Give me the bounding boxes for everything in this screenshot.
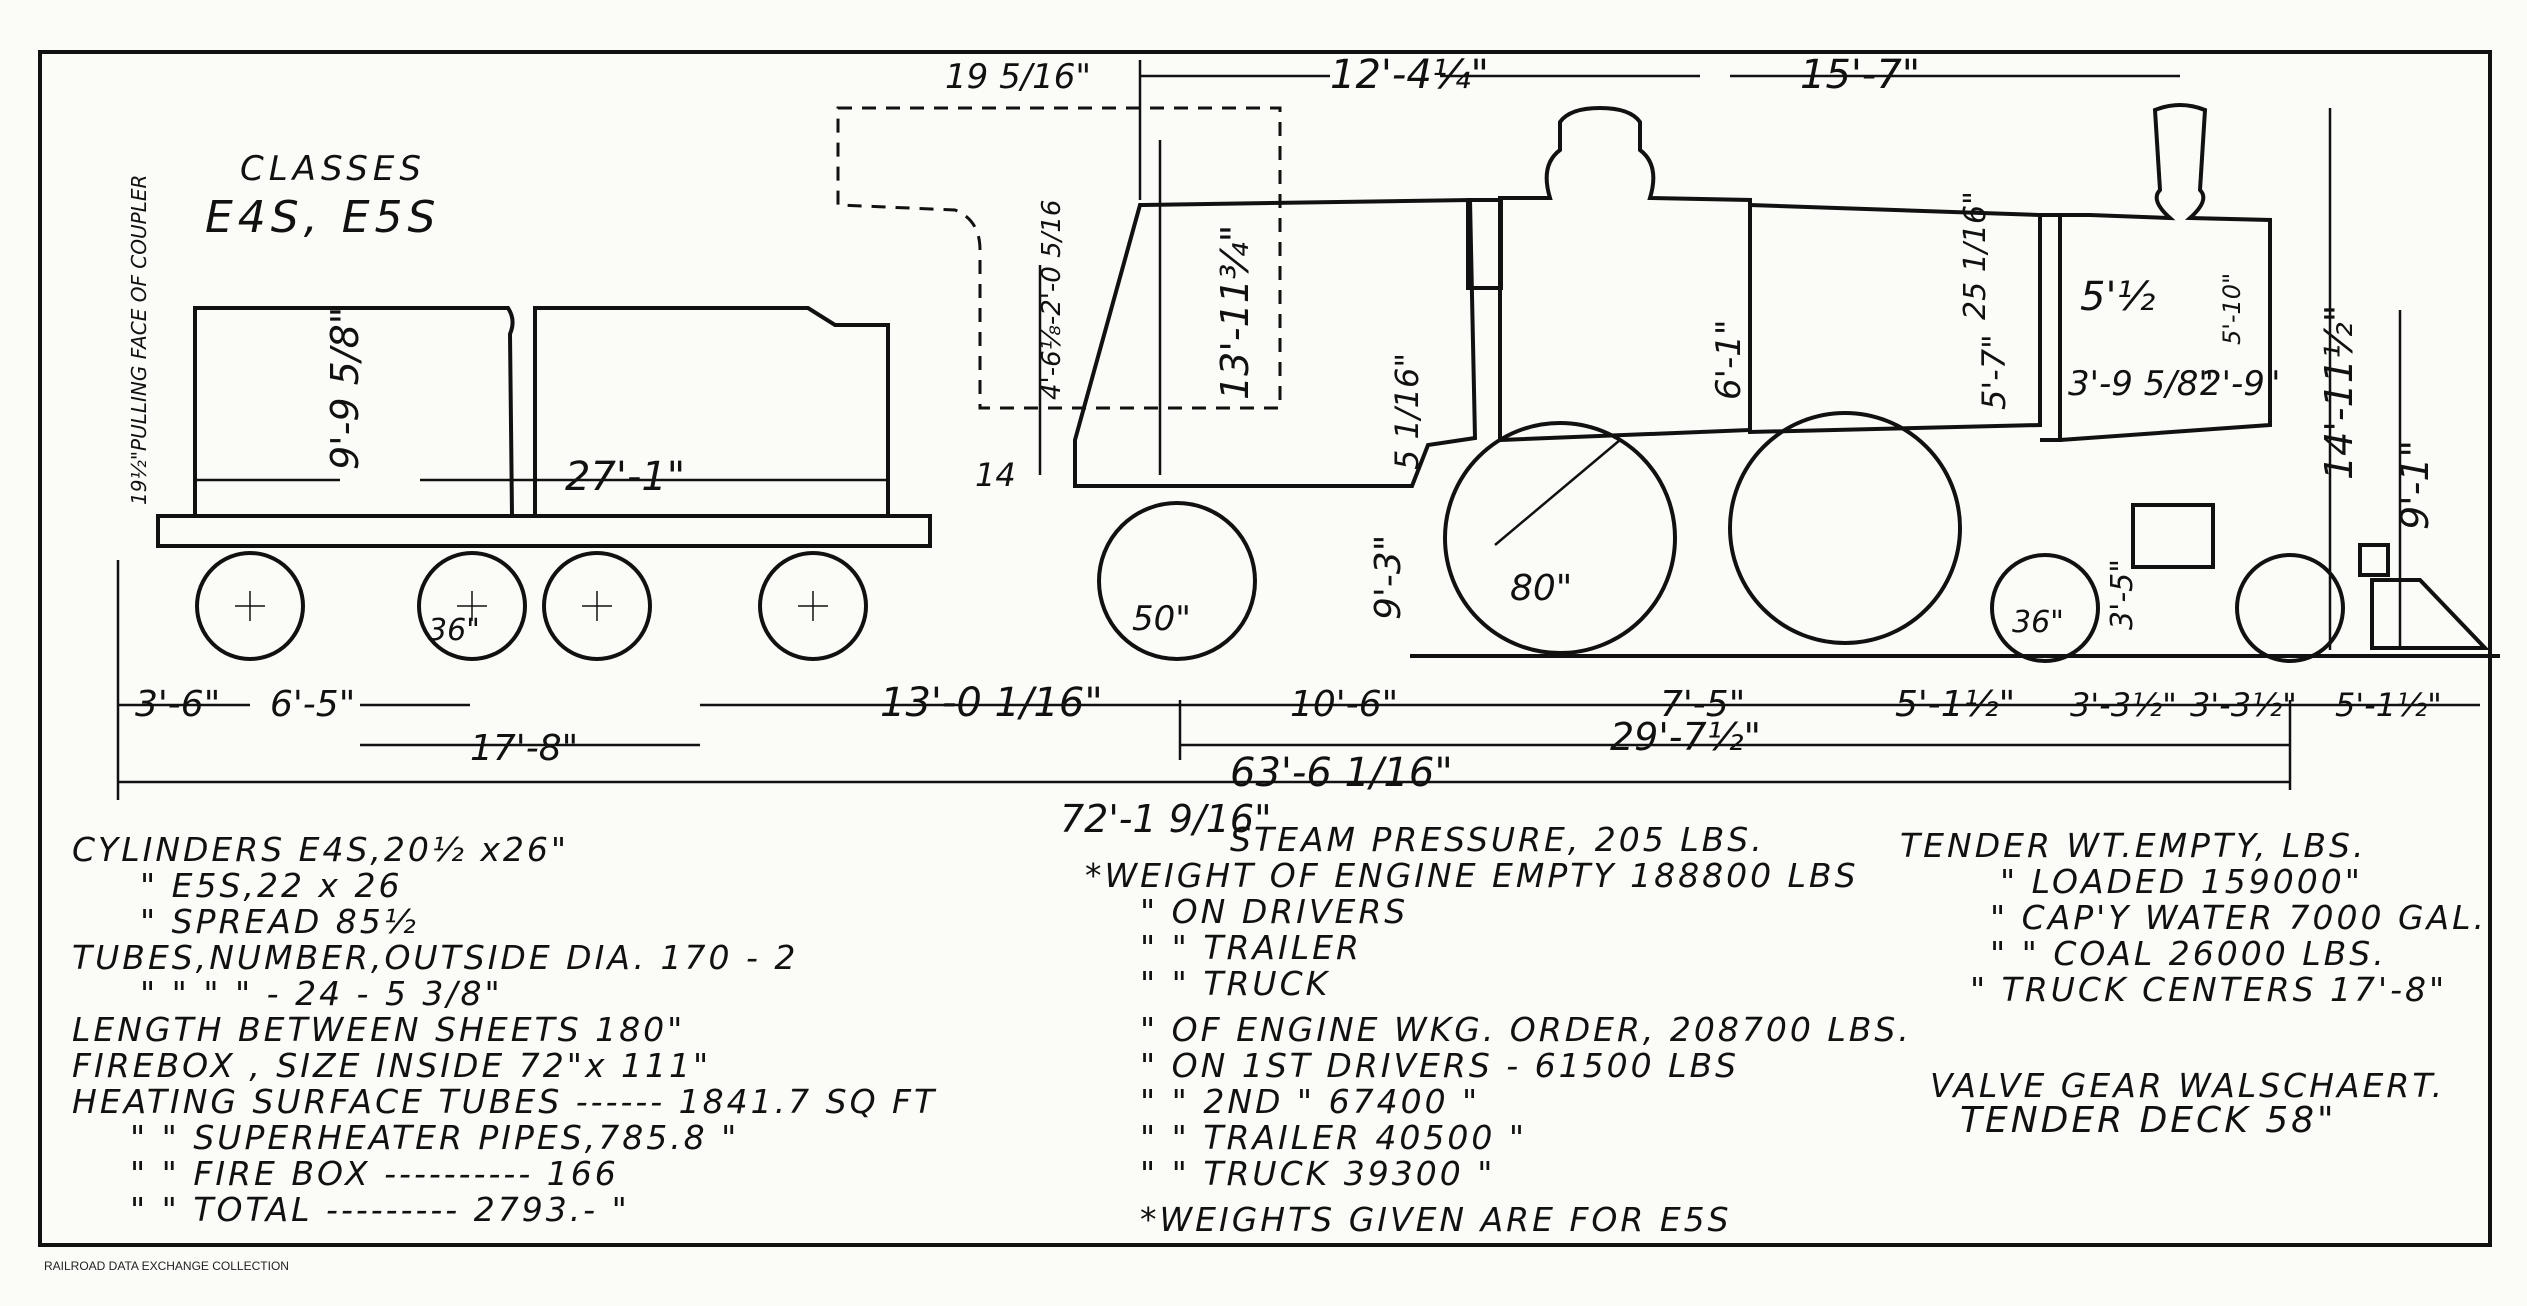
dim-bot-106: 10'-6" [1290, 684, 1398, 725]
dim-height-35: 3'-5" [2105, 559, 2140, 630]
dim-dome-6: 6'-1" [1709, 319, 1749, 400]
tender [156, 306, 932, 661]
spec-mid-9: " " TRAILER 40500 " [1140, 1118, 1528, 1157]
dim-stack-25: 25 1/16" [1958, 191, 1993, 320]
tender-wheel-1 [195, 551, 305, 661]
dim-height-14: 14'-11½" [2317, 305, 2361, 480]
dim-tender-wheel-36: 36" [428, 613, 480, 648]
dim-gap-14: 14 [975, 456, 1016, 494]
dim-smoke-29: 2'-9" [2200, 364, 2281, 404]
dim-bot-72: 72'-1 9/16" [1060, 797, 1272, 841]
spec-mid-10: " " TRUCK 39300 " [1140, 1154, 1496, 1193]
pony-wheel-2 [2235, 553, 2345, 663]
dim-trailer-50: 50" [1132, 599, 1191, 639]
dim-firebox-9: 9'-3" [1368, 535, 1409, 620]
collection-footer: RAILROAD DATA EXCHANGE COLLECTION [44, 1259, 289, 1273]
classes-heading: CLASSES [240, 149, 426, 189]
spec-mid-4: " " TRAILER [1140, 928, 1362, 967]
tender-wheel-4 [758, 551, 868, 661]
pilot-box [2358, 543, 2390, 577]
boiler-front [1748, 202, 2042, 435]
pony-wheel [1990, 553, 2100, 663]
spec-left-6: LENGTH BETWEEN SHEETS 180" [72, 1010, 686, 1049]
tender-wheel-centers [235, 591, 828, 621]
spec-right-6: VALVE GEAR WALSCHAERT. [1930, 1066, 2446, 1105]
dim-tender-length: 27'-1" [565, 454, 685, 500]
dim-bot-75: 7'-5" [1660, 684, 1745, 725]
dim-bot-63: 63'-6 1/16" [1230, 750, 1453, 796]
dim-smoke-510: 5'-10" [2218, 273, 2246, 345]
driver-wheel-2 [1728, 411, 1962, 645]
spec-left-8: HEATING SURFACE TUBES ------ 1841.7 SQ F… [72, 1082, 938, 1121]
dim-boiler-5: 5 1/16" [1388, 353, 1426, 470]
spec-right-5: " TRUCK CENTERS 17'-8" [1970, 970, 2448, 1009]
dim-smoke-512: 5'½ [2080, 274, 2155, 320]
spec-left-3: " SPREAD 85½ [140, 902, 419, 941]
dim-smokebox-57: 5'-7" [1975, 334, 2013, 410]
dim-bot-36: 3'-6" [135, 684, 220, 725]
cab [1073, 197, 1478, 488]
dim-bot-33b: 3'-3½" [2190, 686, 2297, 724]
spec-left-1: CYLINDERS E4S,20½ x26" [72, 830, 570, 869]
spec-right-7: TENDER DECK 58" [1960, 1100, 2337, 1141]
dim-smoke-395: 3'-9 5/8" [2068, 364, 2214, 404]
smokebox [2040, 213, 2062, 442]
drawing-border [38, 50, 2492, 1247]
spec-left-5: " " " " - 24 - 5 3/8" [140, 974, 503, 1013]
spec-right-2: " LOADED 159000" [2000, 862, 2363, 901]
classes-names: E4S, E5S [205, 192, 440, 243]
cylinder-block [2131, 503, 2215, 569]
boiler [1498, 105, 1752, 443]
dim-bot-130: 13'-0 1/16" [880, 680, 1103, 726]
engine-body [1073, 103, 2500, 663]
dim-top-15: 15'-7" [1800, 52, 1920, 98]
tender-wheel-2 [417, 551, 527, 661]
spec-mid-5: " " TRUCK [1140, 964, 1331, 1003]
tender-wheel-3 [542, 551, 652, 661]
dim-bot-65: 6'-5" [270, 684, 355, 725]
spec-right-4: " " COAL 26000 LBS. [1990, 934, 2387, 973]
spec-left-2: " E5S,22 x 26 [140, 866, 403, 905]
dim-bot-51b: 5'-1½" [2335, 686, 2442, 724]
tender-tank-rear [193, 306, 515, 518]
spec-left-4: TUBES,NUMBER,OUTSIDE DIA. 170 - 2 [72, 938, 799, 977]
spec-left-11: " " TOTAL --------- 2793.- " [130, 1190, 630, 1229]
tender-frame [156, 514, 932, 548]
spec-left-7: FIREBOX , SIZE INSIDE 72"x 111" [72, 1046, 712, 1085]
smokebox-front [2059, 103, 2272, 442]
spec-mid-11: *WEIGHTS GIVEN ARE FOR E5S [1140, 1200, 1732, 1239]
dim-cab-height: 13'-11¾" [1213, 225, 1257, 400]
dim-tender-height: 9'-9 5/8" [323, 307, 367, 470]
spec-right-1: TENDER WT.EMPTY, LBS. [1900, 826, 2367, 865]
spec-mid-6: " OF ENGINE WKG. ORDER, 208700 LBS. [1140, 1010, 1912, 1049]
dimension-lines [116, 60, 2480, 800]
spec-mid-3: " ON DRIVERS [1140, 892, 1409, 931]
dim-bot-33a: 3'-3½" [2070, 686, 2177, 724]
dim-bot-178: 17'-8" [470, 728, 578, 769]
dim-top-19: 19 5/16" [945, 57, 1091, 97]
spec-left-10: " " FIRE BOX ---------- 166 [130, 1154, 619, 1193]
spec-mid-7: " ON 1ST DRIVERS - 61500 LBS [1140, 1046, 1740, 1085]
dim-top-12: 12'-4¼" [1330, 52, 1489, 98]
driver-wheel-1 [1443, 421, 1677, 655]
pilot [2370, 578, 2490, 650]
spec-mid-1: STEAM PRESSURE, 205 LBS. [1230, 820, 1765, 859]
coupler-note: 19½"PULLING FACE OF COUPLER [127, 175, 151, 505]
dim-pony-36: 36" [2012, 605, 2064, 640]
dim-bot-51: 5'-1½" [1895, 684, 2015, 725]
trailer-wheel [1097, 501, 1257, 661]
cab-outline-dashed [836, 106, 1282, 410]
dim-height-9: 9'-1" [2393, 440, 2437, 530]
spec-right-3: " CAP'Y WATER 7000 GAL. [1990, 898, 2487, 937]
spec-mid-2: *WEIGHT OF ENGINE EMPTY 188800 LBS [1085, 856, 1859, 895]
dim-cab-vertical: 4'-6⅛-2'-0 5/16 [1037, 200, 1067, 400]
dim-bot-29: 29'-7½" [1610, 715, 1761, 759]
dim-driver-80: 80" [1510, 568, 1572, 609]
spec-mid-8: " " 2ND " 67400 " [1140, 1082, 1481, 1121]
spec-left-9: " " SUPERHEATER PIPES,785.8 " [130, 1118, 740, 1157]
